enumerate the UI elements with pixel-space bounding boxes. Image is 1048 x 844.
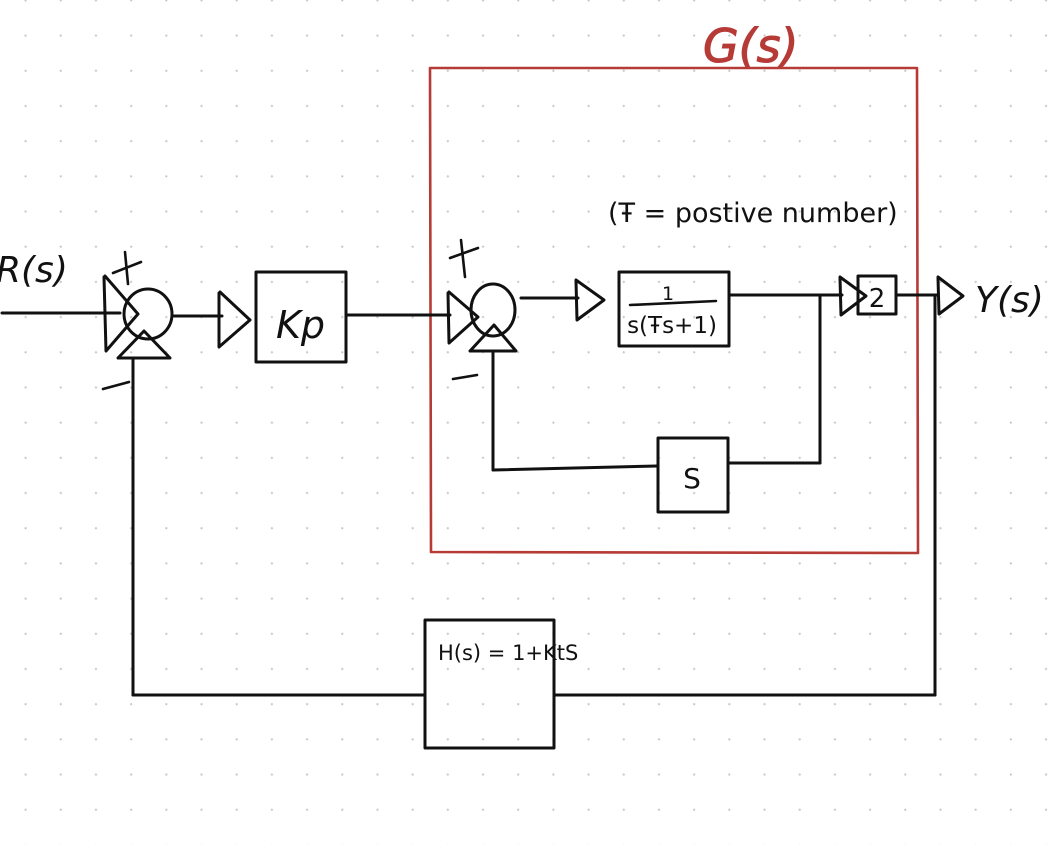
controller-output-line — [345, 290, 480, 345]
error-signal-line — [172, 290, 252, 349]
plant-group-label: G(s) — [703, 19, 799, 73]
plant-block — [617, 270, 731, 348]
outer-feedback-block-label: H(s) = 1+KtS — [438, 641, 578, 665]
inner-error-line — [519, 278, 606, 322]
input-signal-label: R(s) — [0, 250, 68, 291]
controller-block — [254, 270, 348, 364]
outer-feedback-path — [131, 294, 937, 697]
outer-feedback-block — [423, 618, 556, 750]
outer-junction-minus-sign — [101, 380, 131, 391]
inner-junction-plus-sign — [448, 238, 480, 279]
outer-junction-plus-sign — [111, 250, 143, 286]
inner-summing-junction — [468, 282, 518, 353]
inner-feedback-path — [491, 294, 822, 472]
inner-feedback-block — [656, 436, 730, 514]
inner-junction-minus-sign — [451, 373, 479, 381]
plant-group-box — [428, 66, 920, 555]
outer-summing-junction — [102, 274, 174, 360]
output-signal-line — [894, 275, 965, 316]
controller-block-label: Kp — [276, 303, 325, 347]
tau-note-annotation: (Ŧ = postive number) — [608, 198, 898, 229]
output-signal-label: Y(s) — [975, 280, 1044, 321]
plant-block-denominator: s(Ŧs+1) — [627, 313, 717, 339]
gain-block-label: 2 — [869, 284, 886, 314]
plant-output-line — [728, 275, 868, 317]
plant-block-numerator: 1 — [662, 283, 674, 305]
inner-feedback-block-label: S — [683, 462, 701, 495]
